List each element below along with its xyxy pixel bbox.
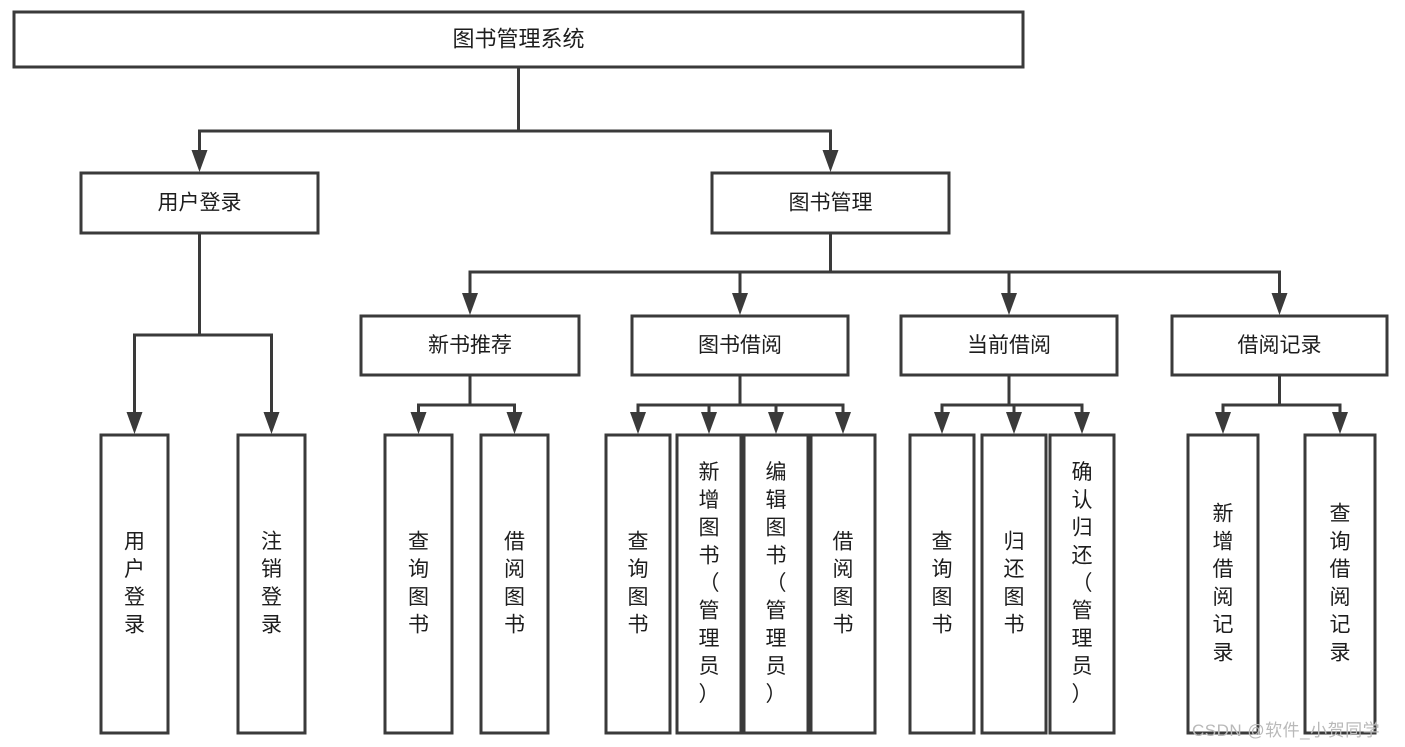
connector-book-borrow-to-leaf-borrow-book-2 [738,375,851,434]
node-leaf-edit-book-admin[interactable]: 编辑图书（管理员） [742,433,810,735]
node-box[interactable] [1170,314,1389,377]
node-leaf-confirm-return-admin[interactable]: 确认归还（管理员） [1048,433,1116,735]
connector-layer [126,67,1348,434]
node-layer: 图书管理系统用户登录图书管理新书推荐图书借阅当前借阅借阅记录用户登录注销登录查询… [12,10,1389,735]
connector-user-login-to-leaf-logout-login [198,233,280,434]
arrow-head-icon [934,412,950,434]
arrow-head-icon [1006,412,1022,434]
node-borrow-record[interactable]: 借阅记录 [1170,314,1389,377]
node-leaf-return-book[interactable]: 归还图书 [980,433,1048,735]
node-box[interactable] [1303,433,1377,735]
node-box[interactable] [79,171,320,235]
connector-book-manage-to-new-book-rec [462,233,832,315]
node-label: 查询图书 [408,530,429,636]
node-box[interactable] [710,171,951,235]
node-box[interactable] [479,433,550,735]
node-label: 编辑图书（管理员） [766,461,787,706]
node-label: 查询借阅记录 [1330,502,1351,664]
arrow-head-icon [462,293,478,315]
connector-borrow-record-to-leaf-add-borrow-record [1215,375,1281,434]
node-leaf-add-book-admin[interactable]: 新增图书（管理员） [675,433,743,735]
node-leaf-borrow-book-2[interactable]: 借阅图书 [809,433,877,735]
arrow-head-icon [126,412,143,434]
node-leaf-user-login[interactable]: 用户登录 [99,433,170,735]
arrow-head-icon [1271,293,1288,315]
connector-book-manage-to-current-borrow [829,233,1017,315]
arrow-head-icon [768,412,784,434]
arrow-head-icon [1001,293,1017,315]
node-new-book-rec[interactable]: 新书推荐 [359,314,581,377]
node-label: 归还图书 [1004,530,1025,636]
node-label: 用户登录 [124,530,145,636]
node-label: 查询图书 [628,530,649,636]
connector-new-book-rec-to-leaf-borrow-book-1 [468,375,523,434]
node-book-manage[interactable]: 图书管理 [710,171,951,235]
connector-book-manage-to-borrow-record [829,233,1288,315]
arrow-head-icon [410,412,427,434]
node-book-borrow[interactable]: 图书借阅 [630,314,850,377]
arrow-head-icon [506,412,523,434]
connector-book-manage-to-book-borrow [732,233,832,315]
node-leaf-add-borrow-record[interactable]: 新增借阅记录 [1186,433,1260,735]
connector-new-book-rec-to-leaf-query-book-1 [410,375,472,434]
arrow-head-icon [191,150,208,172]
node-current-borrow[interactable]: 当前借阅 [899,314,1119,377]
node-leaf-query-book-2[interactable]: 查询图书 [604,433,672,735]
node-box[interactable] [899,314,1119,377]
node-label: 查询图书 [932,530,953,636]
node-label: 新增图书（管理员） [699,461,720,706]
node-box[interactable] [809,433,877,735]
node-label: 图书管理 [789,192,873,215]
node-label: 新增借阅记录 [1213,502,1234,664]
node-box[interactable] [604,433,672,735]
node-box[interactable] [742,433,810,735]
connector-root-to-book-manage [517,67,839,172]
arrow-head-icon [263,412,280,434]
node-box[interactable] [630,314,850,377]
node-label: 新书推荐 [428,334,512,357]
node-label: 当前借阅 [967,334,1051,357]
node-box[interactable] [675,433,743,735]
node-leaf-query-book-3[interactable]: 查询图书 [908,433,976,735]
connector-root-to-user-login [191,67,520,172]
connector-current-borrow-to-leaf-confirm-return-admin [1007,375,1090,434]
arrow-head-icon [1215,412,1231,434]
node-box[interactable] [12,10,1025,69]
node-label: 注销登录 [261,530,282,636]
arrow-head-icon [1074,412,1090,434]
node-box[interactable] [383,433,454,735]
node-box[interactable] [908,433,976,735]
arrow-head-icon [822,150,839,172]
node-box[interactable] [236,433,307,735]
node-user-login[interactable]: 用户登录 [79,171,320,235]
node-label: 图书管理系统 [452,26,584,51]
arrow-head-icon [1332,412,1348,434]
node-leaf-borrow-book-1[interactable]: 借阅图书 [479,433,550,735]
node-label: 借阅记录 [1238,334,1322,357]
csdn-watermark: CSDN @软件_小贺同学 [1192,721,1381,740]
connector-current-borrow-to-leaf-query-book-3 [934,375,1011,434]
node-label: 用户登录 [158,192,242,215]
node-leaf-logout-login[interactable]: 注销登录 [236,433,307,735]
node-leaf-query-book-1[interactable]: 查询图书 [383,433,454,735]
node-leaf-query-borrow-record[interactable]: 查询借阅记录 [1303,433,1377,735]
connector-borrow-record-to-leaf-query-borrow-record [1278,375,1348,434]
node-box[interactable] [1186,433,1260,735]
arrow-head-icon [835,412,851,434]
arrow-head-icon [701,412,717,434]
node-label: 借阅图书 [833,530,854,636]
arrow-head-icon [630,412,646,434]
node-box[interactable] [99,433,170,735]
node-label: 借阅图书 [504,530,525,636]
node-box[interactable] [1048,433,1116,735]
node-box[interactable] [359,314,581,377]
node-label: 图书借阅 [698,334,782,357]
node-box[interactable] [980,433,1048,735]
connector-user-login-to-leaf-user-login [126,233,201,434]
node-root[interactable]: 图书管理系统 [12,10,1025,69]
node-label: 确认归还（管理员） [1072,461,1093,706]
arrow-head-icon [732,293,748,315]
